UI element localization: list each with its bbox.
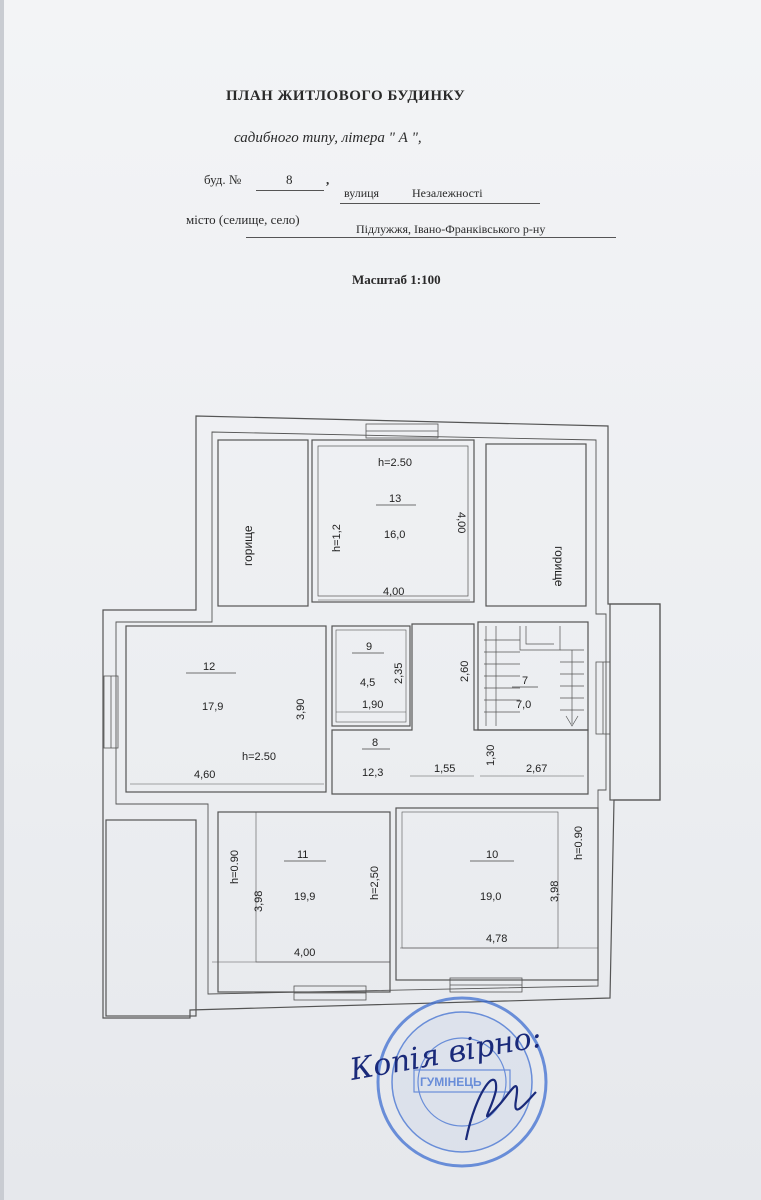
room-9-outline bbox=[331, 625, 411, 727]
h-top-label: h=2.50 bbox=[378, 457, 412, 469]
room-9-number: 9 bbox=[366, 641, 372, 653]
city-underline bbox=[246, 237, 616, 238]
house-number-underline bbox=[256, 190, 324, 191]
attic-right-label: горище bbox=[552, 546, 566, 587]
room-11-number: 11 bbox=[297, 849, 308, 861]
dim-390: 3,90 bbox=[295, 699, 307, 720]
outer-wall bbox=[102, 415, 661, 1019]
city-label: місто (селище, село) bbox=[186, 212, 300, 227]
dim-235: 2,35 bbox=[393, 663, 405, 684]
attic-left-label: горище bbox=[241, 525, 255, 566]
inner-wall bbox=[115, 431, 607, 995]
room-12-outline bbox=[125, 625, 327, 793]
attic-right-outline bbox=[485, 443, 587, 607]
room-9-area: 4,5 bbox=[360, 677, 375, 689]
room-10-area: 19,0 bbox=[480, 891, 501, 903]
h-left-attic-label: h=1,2 bbox=[331, 524, 343, 552]
room-13-area: 16,0 bbox=[384, 529, 405, 541]
dim-190: 1,90 bbox=[362, 699, 383, 711]
dim-400-vertical-13: 4,00 bbox=[455, 512, 467, 533]
h-090-right-label: h=0.90 bbox=[573, 826, 585, 860]
house-number: 8 bbox=[286, 172, 293, 187]
left-annex-outline bbox=[105, 819, 197, 1017]
stamp-text: ГУМІНЕЦЬ bbox=[420, 1075, 482, 1089]
street-name: Незалежності bbox=[412, 186, 483, 200]
attic-left-outline bbox=[217, 439, 309, 607]
room-7-outline bbox=[477, 621, 589, 731]
signature-scribble bbox=[464, 1078, 537, 1141]
document-subtitle: садибного типу, літера " А ", bbox=[234, 130, 422, 146]
sheet-edge bbox=[0, 0, 4, 1200]
address-separator: , bbox=[326, 172, 330, 187]
right-annex-outline bbox=[609, 603, 661, 801]
room-13-number: 13 bbox=[389, 493, 401, 505]
dim-398-left: 3,98 bbox=[253, 891, 265, 912]
dim-478: 4,78 bbox=[486, 933, 507, 945]
room-11-area: 19,9 bbox=[294, 891, 315, 903]
room-10-number: 10 bbox=[486, 849, 498, 861]
dim-267: 2,67 bbox=[526, 763, 547, 775]
dim-398-right: 3,98 bbox=[549, 881, 561, 902]
official-stamp: ГУМІНЕЦЬ bbox=[376, 996, 548, 1168]
h-250-11-label: h=2,50 bbox=[369, 866, 381, 900]
room-7-area: 7,0 bbox=[516, 699, 531, 711]
room-8-number: 8 bbox=[372, 737, 378, 749]
street-underline bbox=[340, 203, 540, 204]
document-title: ПЛАН ЖИТЛОВОГО БУДИНКУ bbox=[226, 88, 466, 104]
dim-130: 1,30 bbox=[485, 745, 497, 766]
h-090-left-label: h=0.90 bbox=[229, 850, 241, 884]
h-12-label: h=2.50 bbox=[242, 751, 276, 763]
scale-label: Масштаб 1:100 bbox=[352, 272, 441, 287]
room-10-outline bbox=[395, 807, 599, 981]
address-prefix: буд. № bbox=[204, 172, 242, 187]
dim-460: 4,60 bbox=[194, 769, 215, 781]
room-7-number: 7 bbox=[522, 675, 528, 687]
room-12-area: 17,9 bbox=[202, 701, 223, 713]
dim-155: 1,55 bbox=[434, 763, 455, 775]
room-12-number: 12 bbox=[203, 661, 215, 673]
dim-260: 2,60 bbox=[459, 661, 471, 682]
room-8-area: 12,3 bbox=[362, 767, 383, 779]
street-label: вулиця bbox=[344, 186, 380, 200]
city-name: Підлужжя, Івано-Франківського р-ну bbox=[356, 222, 546, 236]
dim-400-11: 4,00 bbox=[294, 947, 315, 959]
room-13-outline bbox=[311, 439, 475, 603]
dim-400-horizontal-13: 4,00 bbox=[383, 586, 404, 598]
room-8-outline bbox=[331, 623, 589, 795]
